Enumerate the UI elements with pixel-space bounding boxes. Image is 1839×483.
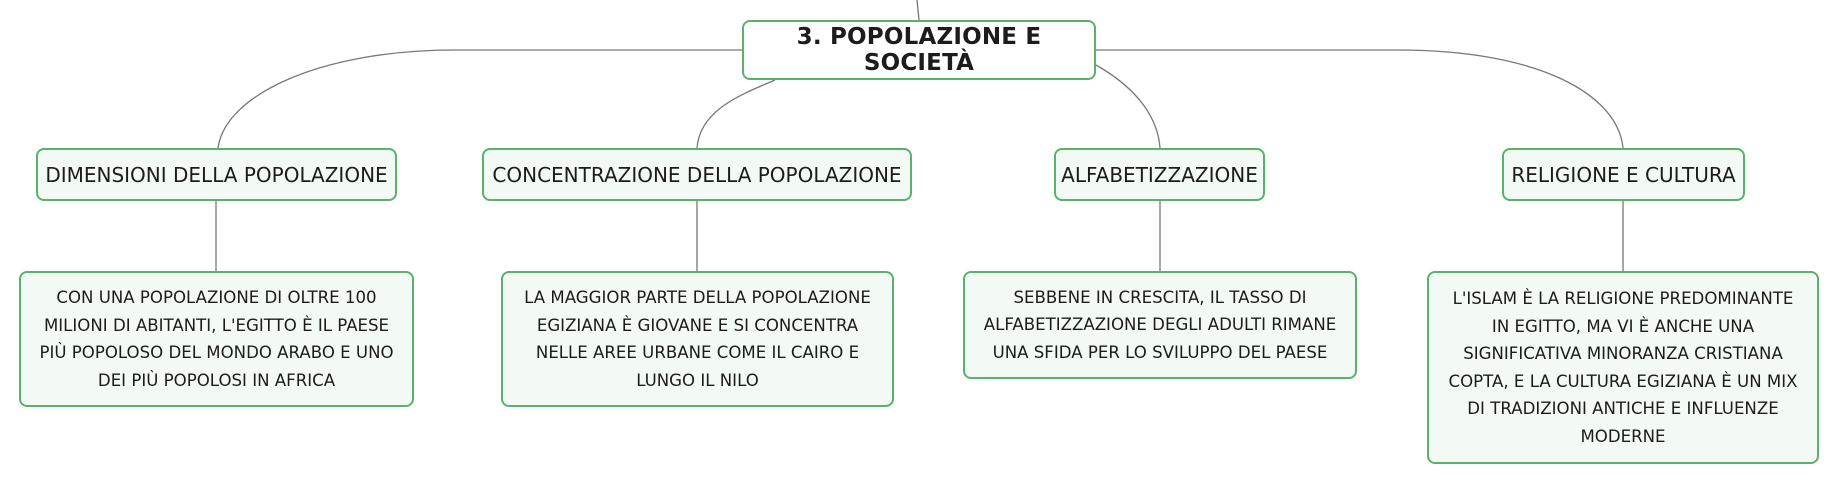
branch-label: ALFABETIZZAZIONE: [1061, 162, 1258, 187]
branch-label: RELIGIONE E CULTURA: [1511, 162, 1736, 187]
detail-concentrazione-popolazione[interactable]: LA MAGGIOR PARTE DELLA POPOLAZIONE EGIZI…: [501, 271, 894, 407]
branch-label: CONCENTRAZIONE DELLA POPOLAZIONE: [492, 162, 902, 187]
root-topic-label: 3. POPOLAZIONE E SOCIETÀ: [796, 24, 1042, 76]
branch-concentrazione-popolazione[interactable]: CONCENTRAZIONE DELLA POPOLAZIONE: [482, 148, 912, 201]
branch-label: DIMENSIONI DELLA POPOLAZIONE: [45, 162, 388, 187]
connector-root-to-branch-4: [1096, 49, 1624, 149]
detail-text: SEBBENE IN CRESCITA, IL TASSO DI ALFABET…: [983, 287, 1337, 362]
branch-dimensioni-popolazione[interactable]: DIMENSIONI DELLA POPOLAZIONE: [36, 148, 397, 201]
detail-alfabetizzazione[interactable]: SEBBENE IN CRESCITA, IL TASSO DI ALFABET…: [963, 271, 1357, 379]
connector-root-to-branch-3: [1095, 64, 1161, 149]
root-topic[interactable]: 3. POPOLAZIONE E SOCIETÀ: [742, 20, 1096, 80]
detail-religione-cultura[interactable]: L'ISLAM È LA RELIGIONE PREDOMINANTE IN E…: [1427, 271, 1819, 464]
branch-religione-cultura[interactable]: RELIGIONE E CULTURA: [1502, 148, 1745, 201]
connector-root-to-branch-2: [696, 79, 776, 149]
connector-root-to-branch-1: [217, 49, 742, 149]
connector-root-to-parent: [916, 0, 920, 21]
detail-text: CON UNA POPOLAZIONE DI OLTRE 100 MILIONI…: [39, 288, 394, 390]
branch-alfabetizzazione[interactable]: ALFABETIZZAZIONE: [1054, 148, 1265, 201]
detail-text: L'ISLAM È LA RELIGIONE PREDOMINANTE IN E…: [1448, 289, 1798, 446]
detail-dimensioni-popolazione[interactable]: CON UNA POPOLAZIONE DI OLTRE 100 MILIONI…: [19, 271, 414, 407]
detail-text: LA MAGGIOR PARTE DELLA POPOLAZIONE EGIZI…: [524, 288, 871, 390]
